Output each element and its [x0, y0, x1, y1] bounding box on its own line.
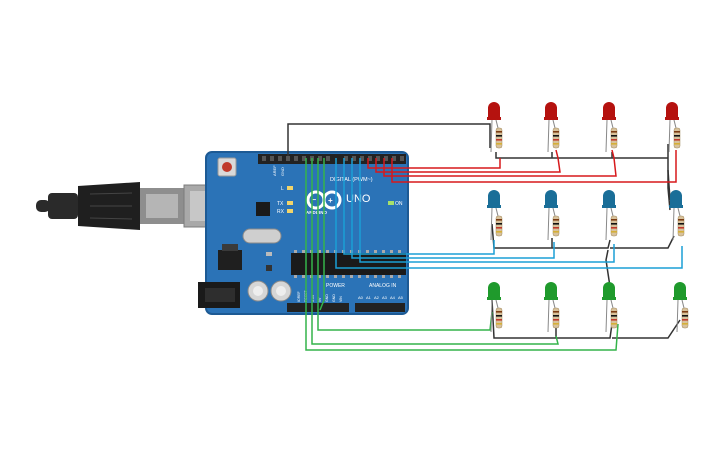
resistor-red-3[interactable]: [610, 127, 618, 149]
power-label: POWER: [326, 283, 345, 289]
resistor-red-4[interactable]: [673, 127, 681, 149]
svg-text:GND: GND: [332, 294, 336, 302]
led-blue-2[interactable]: [544, 190, 558, 241]
red-signal-wires[interactable]: [367, 149, 677, 183]
led-blue-4[interactable]: [669, 190, 683, 241]
arduino-logo: − + ARDUINO: [306, 190, 342, 215]
svg-text:A4: A4: [390, 295, 396, 300]
blue-signal-wires[interactable]: [335, 158, 683, 269]
resistor-blue-2[interactable]: [552, 215, 560, 237]
led-red-4[interactable]: [665, 102, 679, 153]
svg-text:3.3V: 3.3V: [311, 294, 315, 302]
led-red-2[interactable]: [544, 102, 558, 153]
led-blue-1[interactable]: [487, 190, 501, 241]
svg-text:VIN: VIN: [339, 296, 343, 302]
gnd-label: GND: [280, 167, 285, 176]
svg-text:−: −: [312, 197, 316, 204]
rx-led: [287, 209, 293, 213]
ground-wire-top[interactable]: [287, 123, 491, 156]
usb-chip: [256, 202, 270, 216]
svg-text:A3: A3: [382, 295, 388, 300]
chip-pins: [294, 250, 401, 278]
analog-header[interactable]: [355, 303, 405, 312]
l-led: [287, 186, 293, 190]
digital-header[interactable]: [258, 154, 406, 164]
on-led: [388, 201, 394, 205]
voltage-regulator: [218, 250, 242, 270]
resistor-red-2[interactable]: [552, 127, 560, 149]
crystal: [242, 228, 282, 244]
led-green-1[interactable]: [487, 282, 501, 333]
on-label: ON: [395, 201, 403, 207]
tx-led: [287, 201, 293, 205]
led-array: [487, 102, 689, 333]
resistor-blue-1[interactable]: [495, 215, 503, 237]
svg-text:A0: A0: [358, 295, 364, 300]
led-red-1[interactable]: [487, 102, 501, 153]
aref-label: AREF: [272, 165, 277, 176]
led-blue-3[interactable]: [602, 190, 616, 241]
resistor-red-1[interactable]: [495, 127, 503, 149]
digital-header-pins: [262, 156, 404, 161]
ground-rails[interactable]: [491, 144, 681, 339]
analog-pin-labels: A0 A1 A2 A3 A4 A5: [358, 295, 404, 300]
svg-text:A5: A5: [398, 295, 404, 300]
resistor-blue-3[interactable]: [610, 215, 618, 237]
rx-label: RX: [277, 209, 285, 215]
microcontroller-chip: [291, 253, 406, 275]
l-label: L: [281, 186, 284, 192]
led-green-3[interactable]: [602, 282, 616, 333]
resistor-green-4[interactable]: [681, 307, 689, 329]
svg-text:GND: GND: [325, 294, 329, 302]
led-green-4[interactable]: [673, 282, 687, 333]
analog-label: ANALOG IN: [369, 283, 397, 289]
led-red-3[interactable]: [602, 102, 616, 153]
resistor-green-3[interactable]: [610, 307, 618, 329]
svg-text:IOREF: IOREF: [297, 291, 301, 302]
model-label: UNO: [346, 193, 371, 205]
svg-text:5V: 5V: [318, 297, 322, 302]
resistor-green-2[interactable]: [552, 307, 560, 329]
arduino-board[interactable]: AREF GND DIGITAL (PWM~) L TX RX − + ARDU…: [198, 151, 409, 315]
tx-label: TX: [277, 201, 284, 207]
resistor-green-1[interactable]: [495, 307, 503, 329]
led-green-2[interactable]: [544, 282, 558, 333]
brand-label: ARDUINO: [306, 210, 327, 215]
svg-text:A1: A1: [366, 295, 372, 300]
resistor-blue-4[interactable]: [677, 215, 685, 237]
svg-text:A2: A2: [374, 295, 380, 300]
svg-text:+: +: [328, 196, 333, 205]
